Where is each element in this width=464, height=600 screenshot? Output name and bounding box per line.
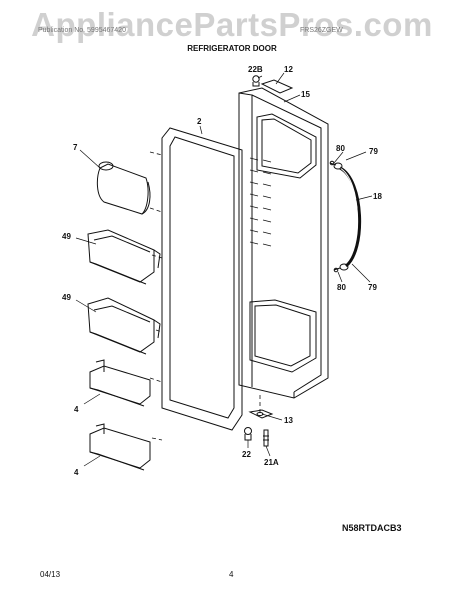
callout-79-lower: 79 [368, 283, 377, 292]
part-80-screw-lower [333, 267, 341, 273]
callout-4-upper: 4 [74, 405, 79, 414]
callout-80-lower: 80 [337, 283, 346, 292]
part-4-door-shelf-lower [89, 423, 151, 471]
footer-date: 04/13 [40, 570, 61, 579]
callout-22b: 22B [248, 65, 263, 74]
callout-79-upper: 79 [369, 147, 378, 156]
part-22b-screw [252, 75, 260, 87]
part-49-door-bin-lower [87, 297, 161, 355]
leader-lines [75, 72, 373, 467]
part-15-door-shell [238, 87, 329, 399]
part-49-door-bin-upper [87, 229, 161, 285]
callout-15: 15 [301, 90, 310, 99]
callout-21a: 21A [264, 458, 279, 467]
model-code: N58RTDACB3 [342, 523, 402, 533]
callout-12: 12 [284, 65, 293, 74]
part-12-hinge-cover [260, 79, 294, 94]
page-title: REFRIGERATOR DOOR [187, 44, 277, 53]
callout-49-upper: 49 [62, 232, 71, 241]
part-80-screw-upper [329, 160, 337, 166]
callout-4-lower: 4 [74, 468, 79, 477]
callout-7: 7 [73, 143, 78, 152]
part-21a-bushing [263, 429, 269, 447]
watermark: AppliancePartsPros.com [31, 6, 433, 43]
footer-page-number: 4 [229, 570, 234, 579]
callout-22: 22 [242, 450, 251, 459]
part-22-screw [244, 427, 252, 441]
part-7-dairy-door [96, 161, 151, 215]
publication-number: Publication No. 5995467420 [38, 27, 126, 34]
part-4-door-shelf-upper [89, 359, 151, 407]
guide-lines [149, 151, 261, 441]
callout-18: 18 [373, 192, 382, 201]
model-header: FRS26ZGEW [300, 27, 343, 34]
part-2-door-gasket [161, 127, 243, 431]
part-13-lower-hinge [248, 409, 274, 419]
callout-49-lower: 49 [62, 293, 71, 302]
part-18-door-handle [333, 162, 362, 271]
callout-2: 2 [197, 117, 202, 126]
callout-80-upper: 80 [336, 144, 345, 153]
callout-13: 13 [284, 416, 293, 425]
